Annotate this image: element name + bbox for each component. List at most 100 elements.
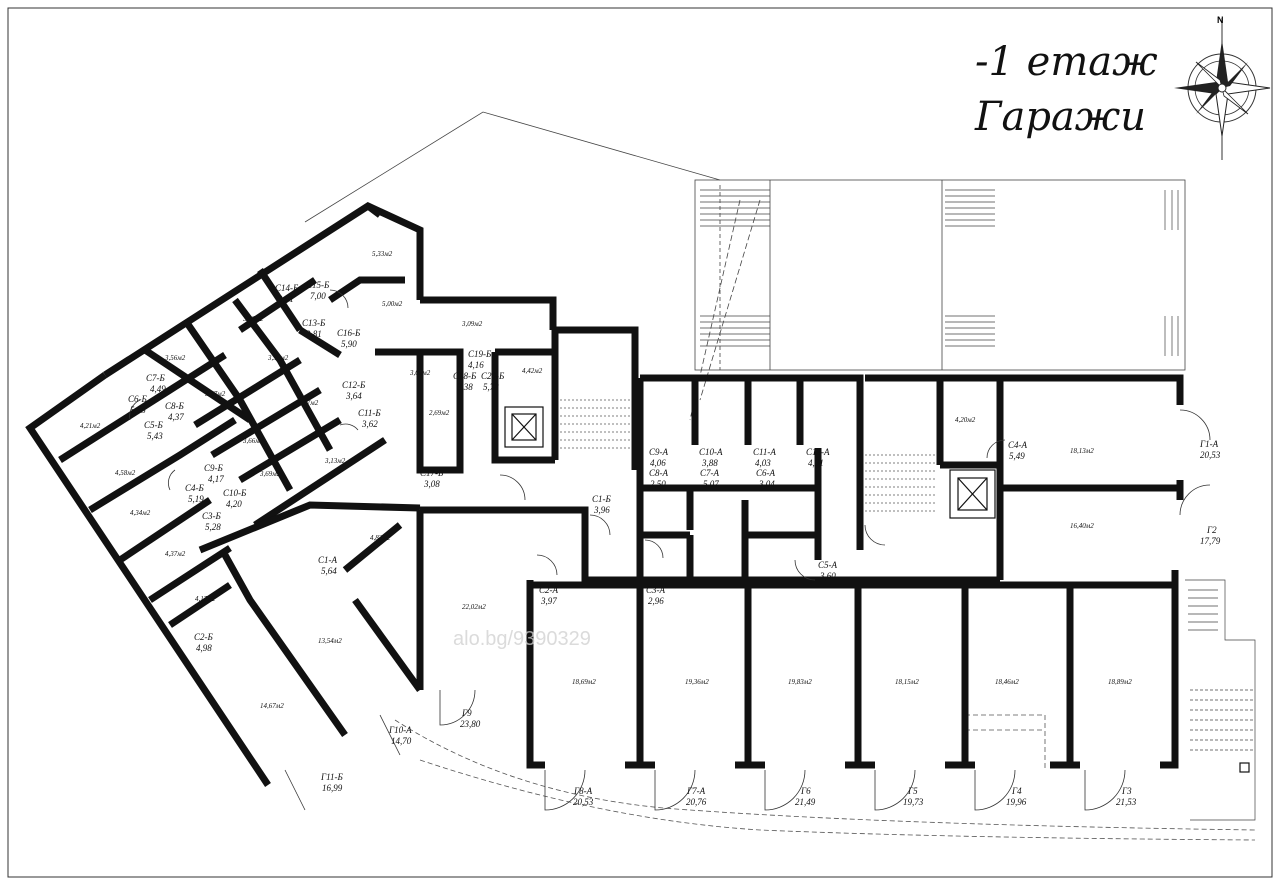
svg-text:С5-Б: С5-Б — [144, 420, 164, 430]
svg-text:С4-А: С4-А — [1008, 440, 1028, 450]
storage-label: С10-А3,88 — [699, 447, 723, 468]
svg-text:С8-А: С8-А — [649, 468, 669, 478]
svg-text:17,79: 17,79 — [1200, 536, 1221, 546]
room-area: 18,89м2 — [1108, 678, 1132, 686]
svg-text:С12-А: С12-А — [806, 447, 830, 457]
svg-text:Г8-А: Г8-А — [573, 786, 593, 796]
garage-label: Г8-А20,53 — [573, 786, 594, 807]
svg-text:3,62: 3,62 — [361, 419, 378, 429]
svg-text:С9-А: С9-А — [649, 447, 669, 457]
room-area: 18,15м2 — [895, 678, 919, 686]
svg-text:С13-Б: С13-Б — [302, 318, 326, 328]
room-area: 4,58м2 — [115, 469, 136, 477]
storage-label: С14-Б3,91 — [275, 283, 299, 304]
svg-text:4,17: 4,17 — [208, 474, 224, 484]
room-area: 4,21м2 — [80, 422, 101, 430]
svg-text:С3-А: С3-А — [646, 585, 666, 595]
storage-label: С5-Б5,43 — [144, 420, 164, 441]
svg-text:7,00: 7,00 — [310, 291, 326, 301]
svg-text:2,96: 2,96 — [648, 596, 664, 606]
svg-text:3,91: 3,91 — [277, 294, 294, 304]
svg-text:3,81: 3,81 — [305, 329, 322, 339]
storage-label: С8-Б4,37 — [165, 401, 185, 422]
svg-text:С18-Б: С18-Б — [453, 371, 477, 381]
svg-text:Г4: Г4 — [1011, 786, 1022, 796]
svg-text:Г6: Г6 — [800, 786, 811, 796]
room-area: 3,17м2 — [297, 399, 319, 407]
storage-label: С9-Б4,17 — [204, 463, 224, 484]
svg-text:3,38: 3,38 — [456, 382, 473, 392]
svg-text:3,96: 3,96 — [593, 505, 610, 515]
elevator-icon — [504, 406, 996, 519]
room-area: 3,69м2 — [259, 470, 281, 478]
svg-text:Г10-А: Г10-А — [388, 725, 412, 735]
svg-text:3,64: 3,64 — [345, 391, 362, 401]
svg-text:С20-Б: С20-Б — [481, 371, 505, 381]
svg-text:С4-Б: С4-Б — [185, 483, 205, 493]
room-area: 3,13м2 — [324, 457, 346, 465]
svg-text:Г5: Г5 — [907, 786, 918, 796]
storage-label: С5-А3,60 — [818, 560, 838, 581]
svg-text:4,49: 4,49 — [150, 384, 166, 394]
storage-label: С2-А3,97 — [539, 585, 559, 606]
svg-text:С5-А: С5-А — [818, 560, 838, 570]
storage-label: С13-Б3,81 — [302, 318, 326, 339]
svg-text:С7-А: С7-А — [700, 468, 720, 478]
svg-text:3,97: 3,97 — [540, 596, 557, 606]
svg-text:С10-Б: С10-Б — [223, 488, 247, 498]
walls — [25, 202, 1184, 787]
svg-text:С3-Б: С3-Б — [202, 511, 222, 521]
svg-text:3,88: 3,88 — [701, 458, 718, 468]
svg-text:4,37: 4,37 — [168, 412, 184, 422]
storage-label: С9-А4,06 — [649, 447, 669, 468]
room-area: 14,67м2 — [260, 702, 284, 710]
svg-text:Г3: Г3 — [1121, 786, 1132, 796]
svg-text:С7-Б: С7-Б — [146, 373, 166, 383]
room-area: 18,13м2 — [1070, 447, 1094, 455]
svg-text:23,80: 23,80 — [460, 719, 481, 729]
svg-text:19,96: 19,96 — [1006, 797, 1027, 807]
svg-text:4,03: 4,03 — [755, 458, 771, 468]
svg-text:5,90: 5,90 — [341, 339, 357, 349]
svg-text:С6-Б: С6-Б — [128, 394, 148, 404]
svg-text:20,76: 20,76 — [686, 797, 707, 807]
svg-text:С9-Б: С9-Б — [204, 463, 224, 473]
svg-text:4,16: 4,16 — [468, 360, 484, 370]
room-area: 2,69м2 — [429, 409, 450, 417]
svg-text:16,99: 16,99 — [322, 783, 343, 793]
room-area: 4,42м2 — [522, 367, 543, 375]
storage-label: С10-Б4,20 — [223, 488, 247, 509]
svg-text:Г11-Б: Г11-Б — [320, 772, 343, 782]
garage-label: Г11-Б16,99 — [320, 772, 343, 793]
svg-text:3,08: 3,08 — [423, 479, 440, 489]
storage-label: С4-А5,49 — [1008, 440, 1028, 461]
room-area: 5,33м2 — [372, 250, 393, 258]
svg-text:3,60: 3,60 — [819, 571, 836, 581]
room-area-labels: 5,33м2 5,00м2 3,09м2 3,56м2 3,36м2 3,87м… — [80, 250, 1132, 710]
storage-label: С7-А5,07 — [700, 468, 720, 489]
watermark: alo.bg/9390329 — [453, 628, 591, 650]
storage-label: С16-Б5,90 — [337, 328, 361, 349]
svg-text:С16-Б: С16-Б — [337, 328, 361, 338]
site-outline — [304, 111, 1186, 421]
door-swings — [129, 289, 1211, 811]
svg-text:4,20: 4,20 — [226, 499, 242, 509]
storage-label: С20-Б5,78 — [481, 371, 505, 392]
room-area: 3,09м2 — [461, 320, 483, 328]
storage-label: С3-А2,96 — [646, 585, 666, 606]
svg-text:5,07: 5,07 — [703, 479, 719, 489]
storage-label: С12-А4,31 — [806, 447, 830, 468]
storage-label: С1-Б3,96 — [592, 494, 612, 515]
compass-rose-icon — [1174, 18, 1271, 160]
room-area: 3,36м2 — [267, 354, 289, 362]
svg-text:С8-Б: С8-Б — [165, 401, 185, 411]
svg-text:4,98: 4,98 — [196, 643, 212, 653]
garage-label: Г7-А20,76 — [686, 786, 707, 807]
svg-text:19,73: 19,73 — [903, 797, 924, 807]
svg-text:20,53: 20,53 — [573, 797, 594, 807]
